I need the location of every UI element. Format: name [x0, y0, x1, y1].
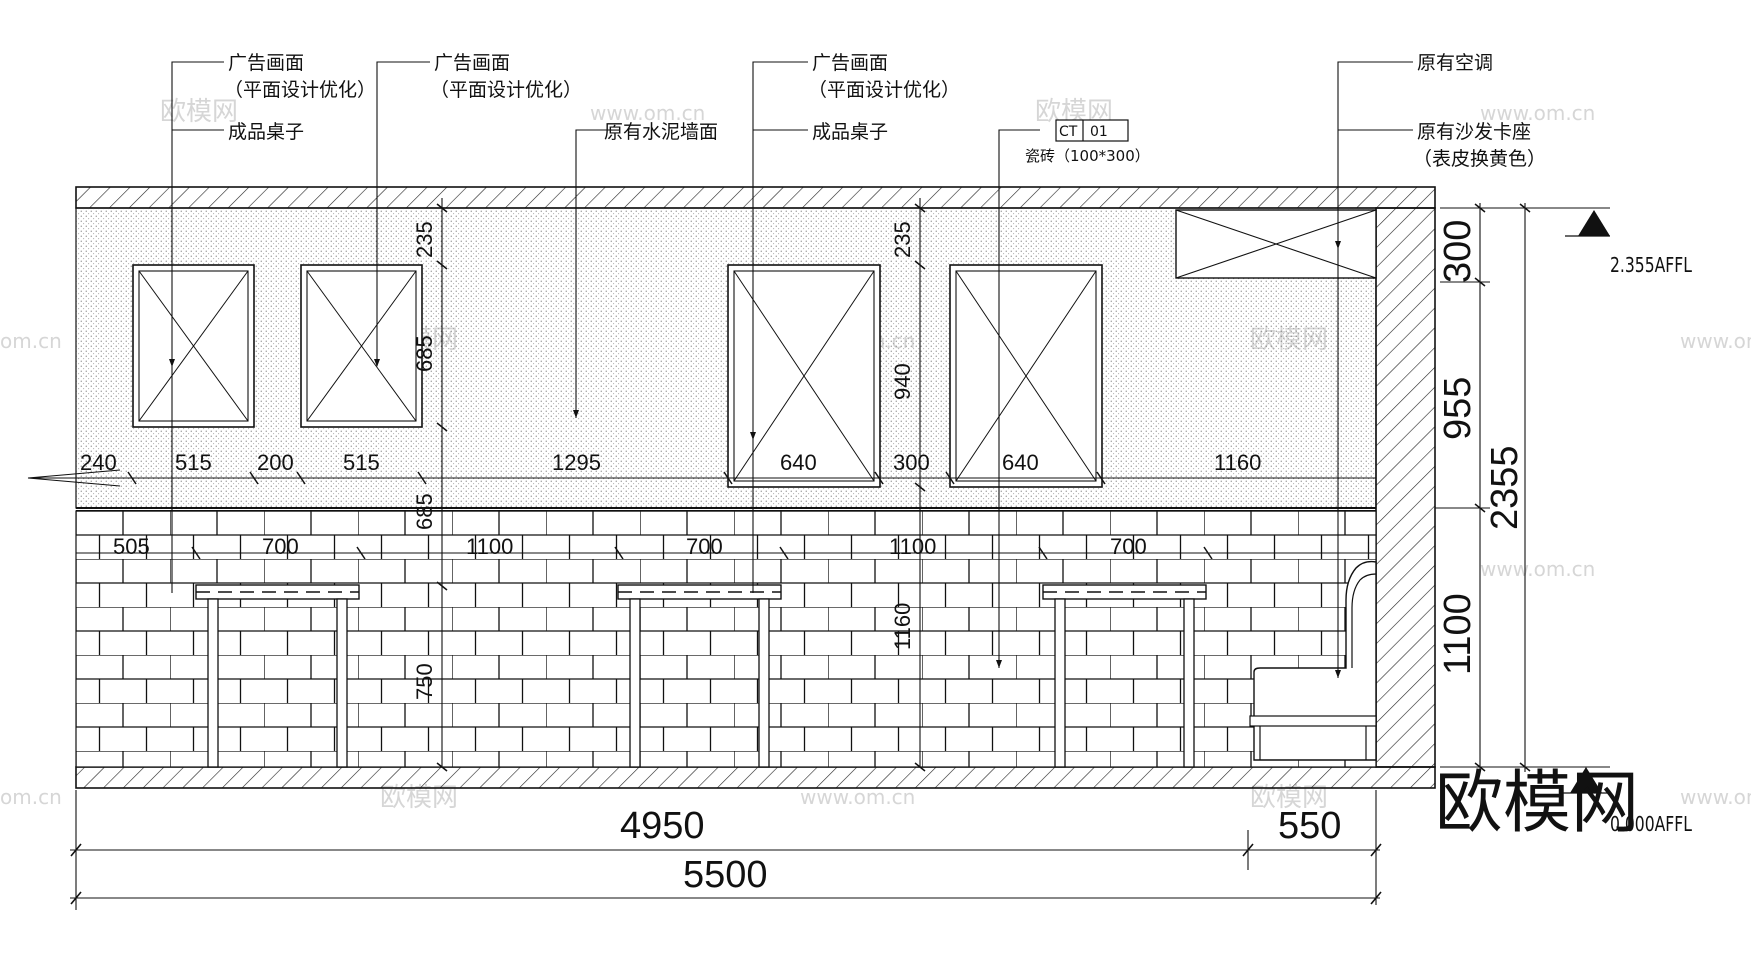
dim-1160: 1160: [1214, 450, 1261, 475]
callout-ad-2-title: 广告画面: [434, 52, 510, 74]
dim-ticks: [127, 471, 1213, 560]
table-3: [1042, 584, 1207, 768]
vdim-750: 750: [412, 663, 437, 700]
rdim-955: 955: [1437, 377, 1479, 440]
leader-arrows: [169, 241, 1341, 678]
sofa-booth: [1249, 560, 1377, 761]
bottom-dim-ticks: [70, 843, 1382, 905]
vdim-940: 940: [890, 363, 915, 400]
bottom-dim-lines: [70, 790, 1380, 910]
callout-ad-1-note: （平面设计优化）: [224, 79, 376, 101]
dim-300: 300: [893, 450, 930, 475]
dim-4950: 4950: [620, 805, 705, 847]
callout-air-conditioner: 原有空调: [1417, 52, 1493, 74]
watermark-url: om.cn: [0, 785, 62, 809]
callout-ad-3-title: 广告画面: [812, 52, 888, 74]
dim-1295: 1295: [552, 450, 601, 475]
callout-table-2: 成品桌子: [812, 121, 888, 143]
dim-550: 550: [1278, 805, 1341, 847]
dim-505: 505: [113, 534, 150, 559]
dim-240: 240: [80, 450, 117, 475]
leader-lines: [171, 61, 1413, 678]
watermark-url: www.om.cn: [800, 785, 915, 809]
vdim-235-a: 235: [412, 221, 437, 258]
dim-1100-b: 1100: [889, 534, 936, 559]
watermark-url: www.om.cn: [1480, 557, 1595, 581]
vertical-dim-lines: [441, 198, 921, 767]
callout-ad-1-title: 广告画面: [228, 52, 304, 74]
callout-ad-2-note: （平面设计优化）: [430, 79, 582, 101]
dim-700-b: 700: [686, 534, 723, 559]
dim-700-c: 700: [1110, 534, 1147, 559]
vdim-685-b: 685: [412, 493, 437, 530]
level-marker-top: 2.355AFFL: [1565, 210, 1692, 278]
tile-code-b: 01: [1090, 124, 1108, 140]
tile-spec: 瓷砖（100*300）: [1025, 147, 1150, 165]
rdim-2355: 2355: [1484, 445, 1526, 530]
ad-frame-4: [949, 264, 1103, 488]
rdim-1100: 1100: [1437, 593, 1479, 675]
air-conditioner: [1175, 209, 1377, 279]
rdim-300: 300: [1437, 220, 1479, 283]
watermark-url: om.cn: [0, 329, 62, 353]
callout-table-1: 成品桌子: [228, 121, 304, 143]
callout-sofa-note: （表皮换黄色）: [1413, 148, 1546, 170]
ceiling-slab: [75, 186, 1436, 209]
vdim-235-b: 235: [890, 221, 915, 258]
ad-frame-2: [300, 264, 423, 428]
horizontal-dim-lines: [27, 469, 1376, 554]
right-wall-section: [1375, 207, 1436, 768]
dim-700-a: 700: [262, 534, 299, 559]
cement-wall: [75, 207, 1377, 509]
callout-sofa-title: 原有沙发卡座: [1417, 121, 1531, 143]
dim-640-a: 640: [780, 450, 817, 475]
watermark-url: www.om.cn: [1680, 329, 1751, 353]
right-dim-ticks: [1474, 203, 1531, 772]
level-marker-bottom: 0.000AFFL: [1560, 767, 1692, 837]
brick-tile-wall: [75, 510, 1377, 768]
watermark-url: www.om.cn: [1480, 101, 1595, 125]
ad-frame-1: [132, 264, 255, 428]
dim-515-a: 515: [175, 450, 212, 475]
vdim-1160: 1160: [890, 603, 915, 650]
site-logo: 欧模网: [1435, 764, 1639, 843]
watermark-url: www.om.cn: [1680, 785, 1751, 809]
table-1: [195, 584, 360, 768]
tile-code-a: CT: [1059, 124, 1078, 140]
callout-cement-wall: 原有水泥墙面: [604, 121, 718, 143]
watermark-url: www.om.cn: [590, 101, 705, 125]
dim-515-b: 515: [343, 450, 380, 475]
level-bottom-label: 0.000AFFL: [1610, 813, 1692, 836]
dim-640-b: 640: [1002, 450, 1039, 475]
floor-slab: [75, 766, 1436, 789]
callout-ad-3-note: （平面设计优化）: [808, 79, 960, 101]
vertical-dim-ticks: [436, 203, 926, 772]
dim-200: 200: [257, 450, 294, 475]
tile-tag: CT 01 瓷砖（100*300）: [1025, 119, 1150, 165]
dim-5500: 5500: [683, 854, 768, 896]
dim-1100-a: 1100: [466, 534, 513, 559]
table-2: [617, 584, 782, 768]
watermark-logo: 欧模网: [160, 97, 238, 127]
vdim-685-a: 685: [412, 335, 437, 372]
level-top-label: 2.355AFFL: [1610, 254, 1692, 277]
